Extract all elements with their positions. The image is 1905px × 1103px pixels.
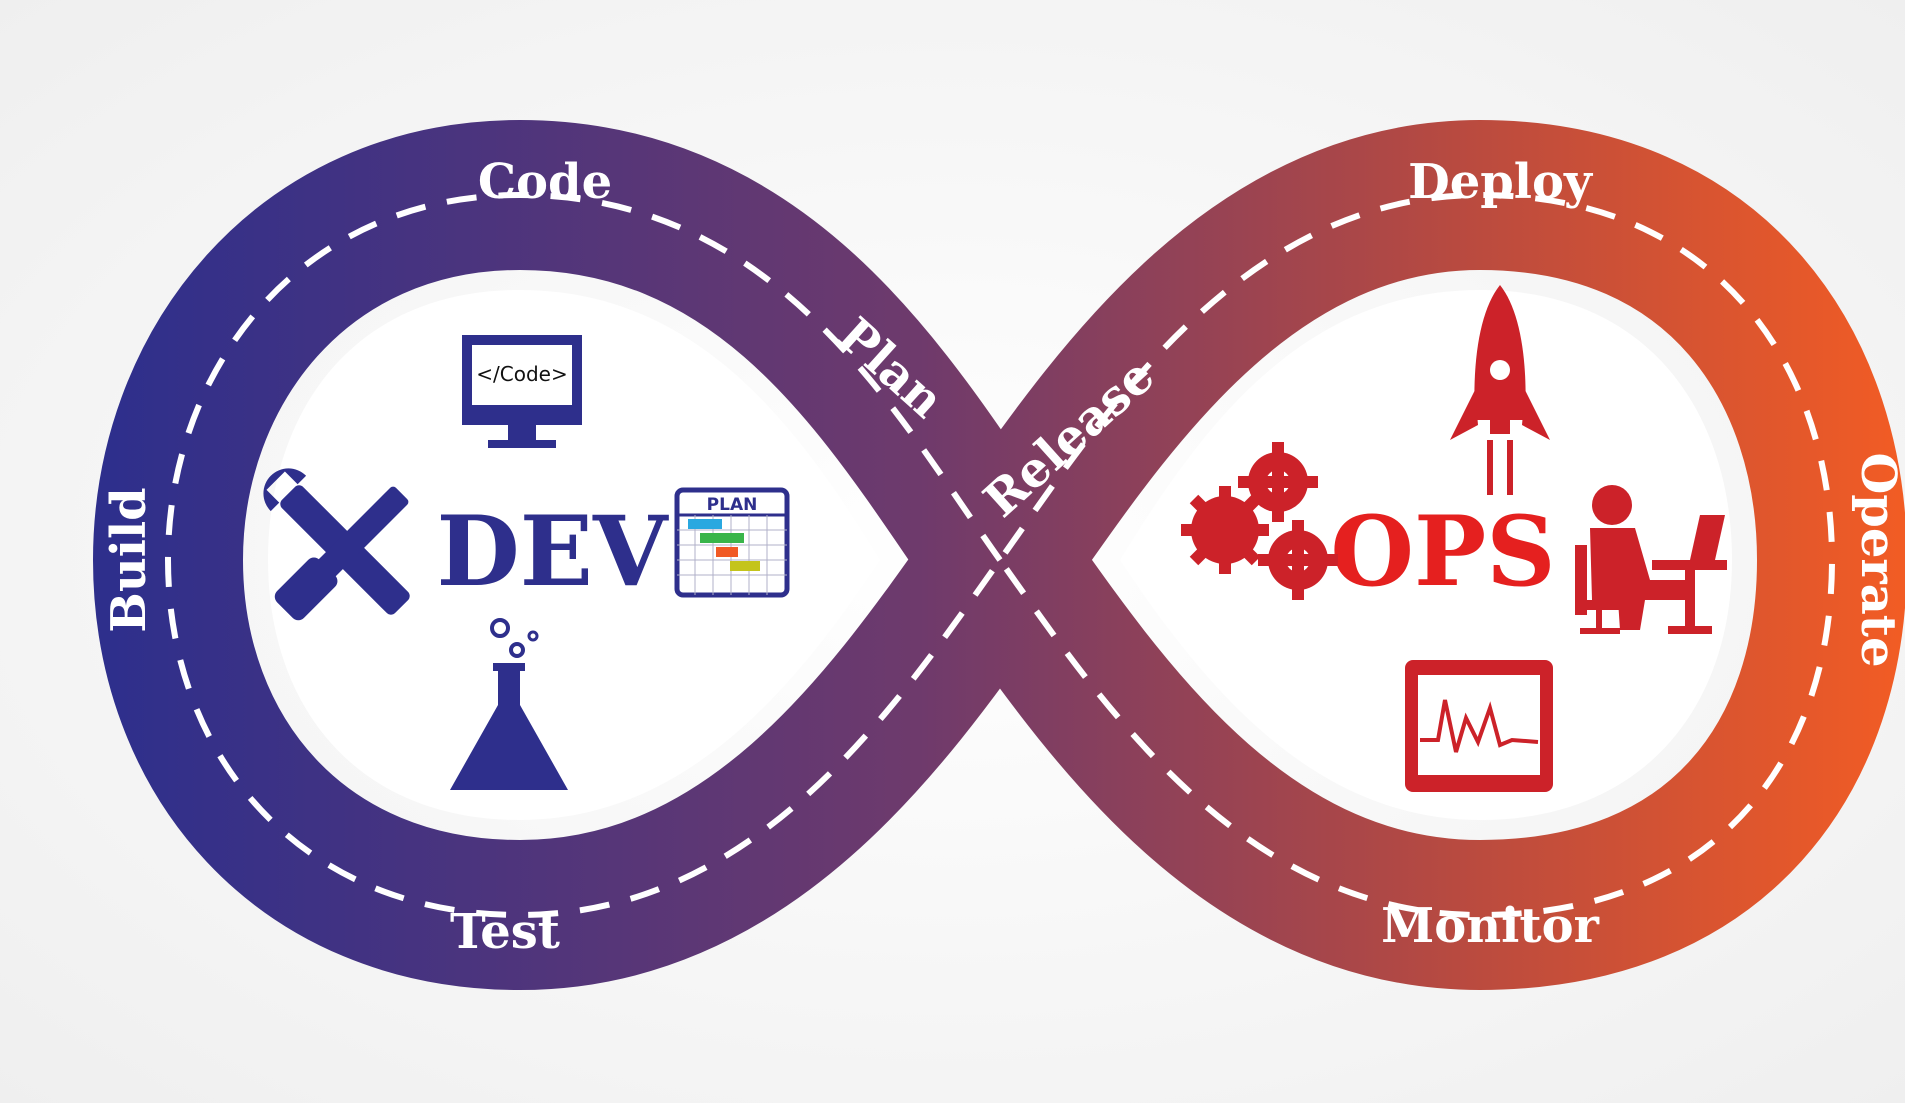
ops-label: OPS: [1330, 495, 1555, 608]
stage-code: Code: [478, 154, 612, 210]
monitor-chart-icon: [1405, 660, 1553, 792]
rocket-icon: [1450, 285, 1550, 495]
plan-chart-icon: PLAN: [674, 487, 790, 598]
ops-inner-area: [1120, 290, 1732, 820]
code-screen-text: </Code>: [476, 362, 567, 386]
operator-desk-icon: [1575, 485, 1727, 634]
stage-deploy: Deploy: [1408, 154, 1594, 210]
tools-icon: [263, 468, 410, 621]
plan-chart-text: PLAN: [707, 495, 758, 515]
stage-test: Test: [450, 904, 560, 960]
stage-build: Build: [101, 487, 157, 633]
dev-label: DEV: [437, 495, 669, 608]
code-monitor-icon: </Code>: [462, 335, 582, 448]
flask-icon: [450, 618, 568, 790]
stage-operate: Operate: [1850, 452, 1905, 667]
dev-inner-area: [268, 290, 880, 820]
stage-monitor: Monitor: [1381, 898, 1599, 954]
gears-icon: [1181, 442, 1338, 600]
